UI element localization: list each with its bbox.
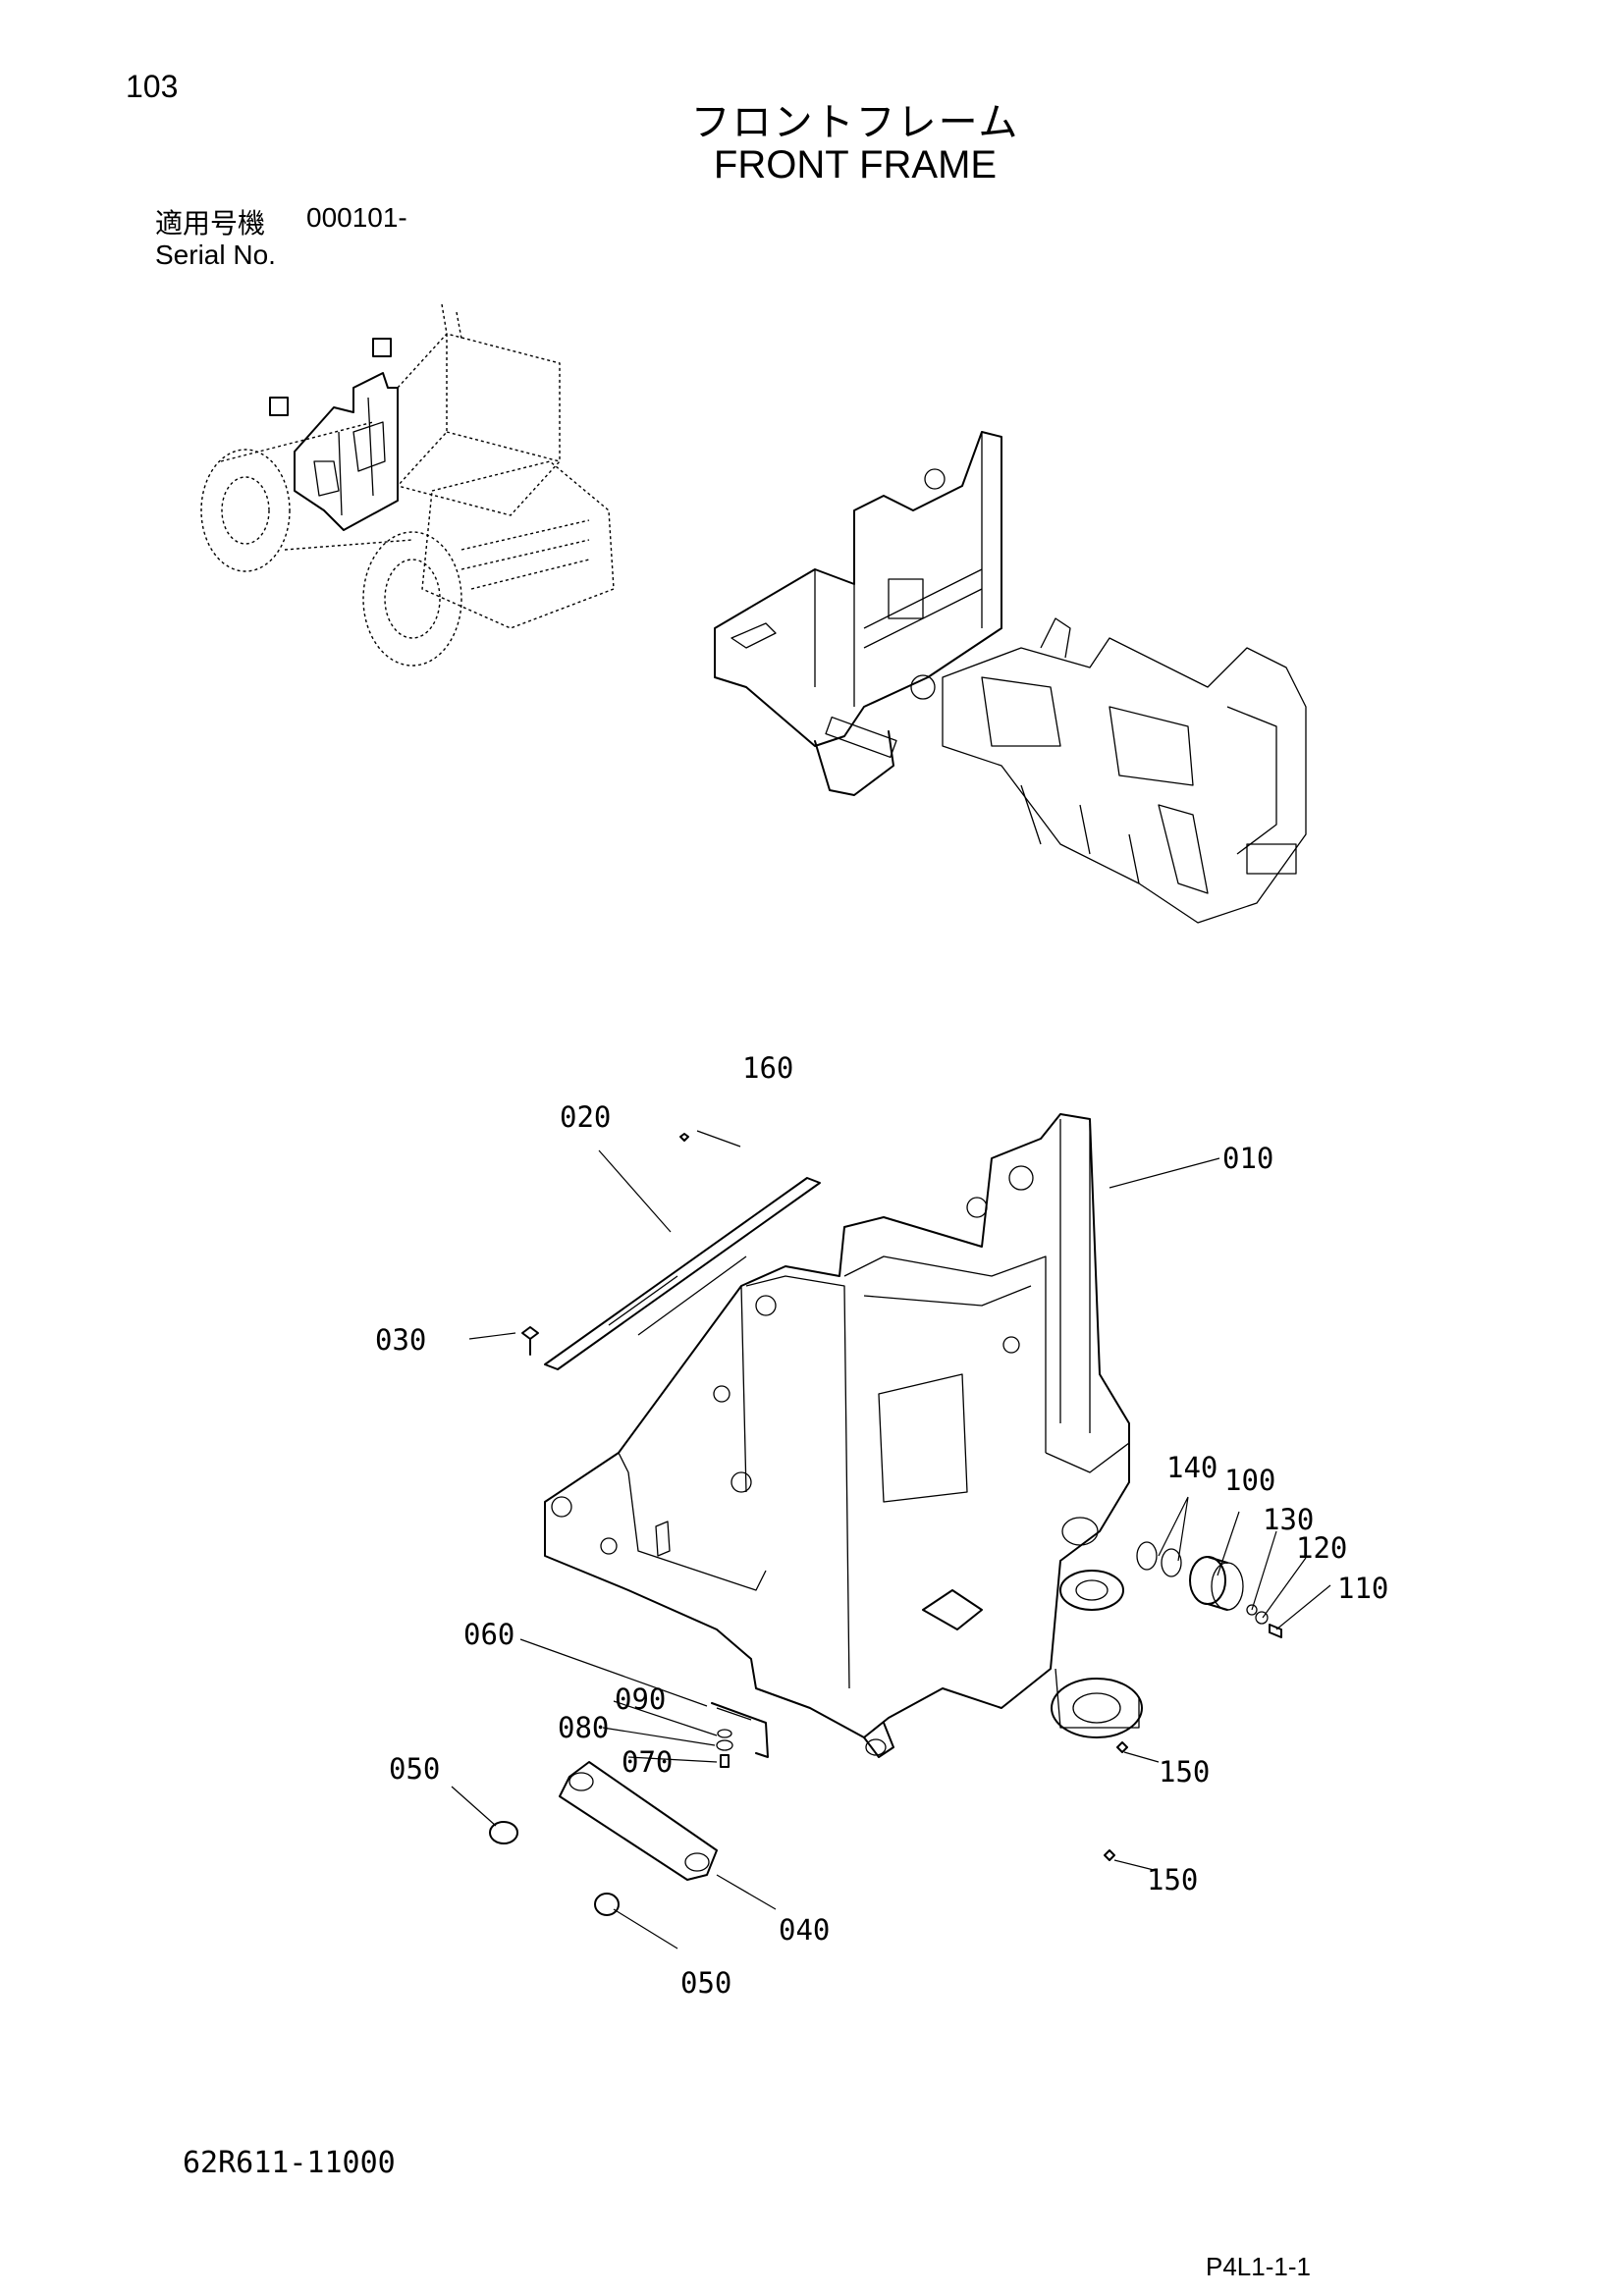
callout-labels: 160 020 010 030 140 100 130 120 110 060 … <box>375 1051 1388 2000</box>
loader-outline <box>200 303 615 667</box>
callout-100: 100 <box>1224 1464 1275 1497</box>
page-title-japanese: フロントフレーム <box>690 100 1020 145</box>
callout-130: 130 <box>1263 1503 1314 1536</box>
callout-020: 020 <box>560 1100 611 1134</box>
callout-120: 120 <box>1296 1531 1347 1565</box>
highlighted-front-frame <box>269 338 399 531</box>
callout-030: 030 <box>375 1323 426 1357</box>
callout-040: 040 <box>779 1913 830 1947</box>
serial-number-value: 000101- <box>306 202 407 233</box>
callout-090: 090 <box>615 1682 666 1716</box>
callout-060: 060 <box>463 1618 514 1651</box>
callout-070: 070 <box>622 1745 673 1779</box>
callout-050-upper: 050 <box>389 1752 440 1786</box>
front-frame-assembly-view <box>714 431 1002 796</box>
callout-150-upper: 150 <box>1159 1755 1210 1789</box>
callout-140: 140 <box>1166 1451 1217 1484</box>
page-reference: P4L1-1-1 <box>1206 2252 1311 2281</box>
callout-160: 160 <box>742 1051 793 1085</box>
serial-label-japanese: 適用号機 <box>155 207 266 240</box>
callout-110: 110 <box>1337 1572 1388 1605</box>
callout-150-lower: 150 <box>1147 1863 1198 1896</box>
rear-frame-assembly-view <box>942 617 1307 924</box>
front-frame-exploded-view <box>489 1113 1282 1916</box>
page-title: FRONT FRAME <box>713 143 998 187</box>
callout-leader-lines <box>451 1130 1331 1949</box>
callout-010: 010 <box>1222 1142 1273 1175</box>
page-number: 103 <box>126 69 179 104</box>
callout-050-lower: 050 <box>680 1966 731 2000</box>
document-number: 62R611-11000 <box>183 2146 396 2180</box>
serial-label: Serial No. <box>155 240 276 270</box>
callout-080: 080 <box>558 1711 609 1744</box>
